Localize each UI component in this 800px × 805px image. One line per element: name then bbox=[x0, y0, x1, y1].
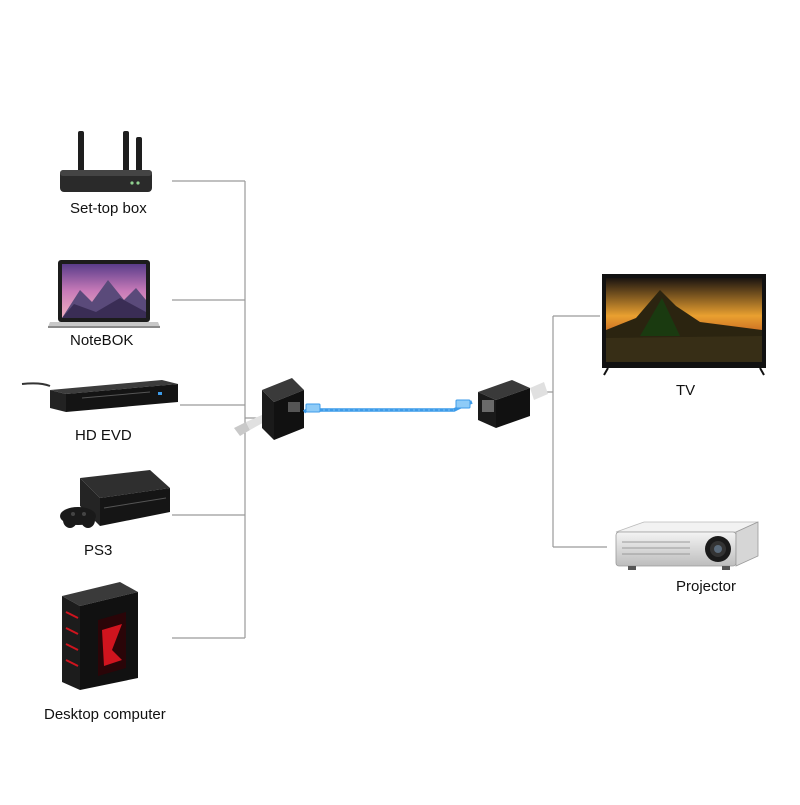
label-ps3: PS3 bbox=[84, 542, 113, 559]
laptop-icon bbox=[48, 260, 160, 328]
projector-icon bbox=[615, 521, 759, 570]
tv-icon bbox=[602, 274, 766, 376]
router-icon bbox=[60, 131, 152, 192]
source-bus-lines bbox=[172, 180, 262, 639]
hdmi-transmitter-icon bbox=[234, 378, 304, 440]
hdmi-receiver-icon bbox=[478, 380, 548, 428]
label-projector: Projector bbox=[676, 578, 737, 595]
label-notebook: NoteBOK bbox=[70, 332, 134, 349]
game-console-icon bbox=[60, 470, 170, 528]
label-hd-evd: HD EVD bbox=[75, 427, 132, 444]
label-set-top-box: Set-top box bbox=[70, 200, 147, 217]
label-tv: TV bbox=[676, 382, 696, 399]
display-bus-lines bbox=[535, 315, 607, 548]
dvd-player-icon bbox=[21, 380, 178, 412]
label-desktop-computer: Desktop computer bbox=[44, 706, 166, 723]
desktop-tower-icon bbox=[62, 582, 138, 690]
ethernet-cable-icon bbox=[302, 399, 473, 414]
